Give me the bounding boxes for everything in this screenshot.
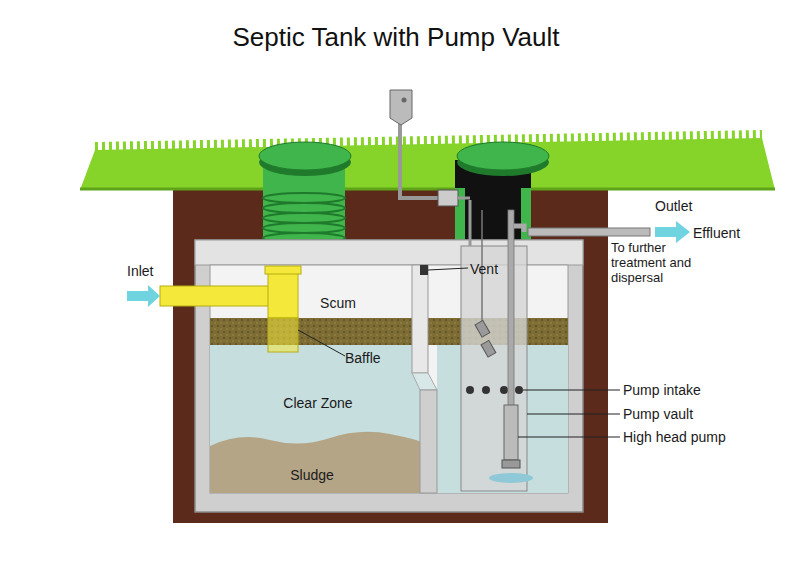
inlet-label: Inlet xyxy=(127,263,153,279)
leader-line xyxy=(428,268,468,270)
riser-lid xyxy=(259,142,351,170)
riser-rib xyxy=(263,193,345,203)
part-label: High head pump xyxy=(623,429,726,445)
control-box xyxy=(438,190,458,206)
flow-arrow xyxy=(127,285,160,307)
riser-wall xyxy=(521,188,531,248)
riser-rib xyxy=(263,203,345,213)
leader-line xyxy=(527,414,620,415)
sludge-layer xyxy=(210,432,420,493)
layer-label: Scum xyxy=(298,295,378,311)
vent-slot xyxy=(420,265,428,275)
inlet-tee-submerged xyxy=(268,318,298,352)
alarm-light xyxy=(402,98,407,103)
outlet-label: Outlet xyxy=(655,198,692,214)
clear-liquid xyxy=(210,343,420,493)
part-label: Pump vault xyxy=(623,406,693,422)
riser-lid xyxy=(457,142,549,170)
partition-wall xyxy=(420,390,437,493)
transfer-port xyxy=(412,373,437,390)
inlet-tee xyxy=(268,272,298,318)
inlet-pipe xyxy=(160,286,272,306)
layer-label: Clear Zone xyxy=(258,395,378,411)
alarm-conduit xyxy=(400,120,438,198)
vault-water xyxy=(489,473,533,483)
riser-rib xyxy=(263,213,345,223)
alarm-plate xyxy=(390,90,412,125)
float-switch xyxy=(475,320,490,337)
float-switch xyxy=(481,340,496,357)
leader-line xyxy=(518,437,620,438)
riser-rib xyxy=(263,223,345,233)
tank-shell xyxy=(195,240,583,512)
vent-label: Vent xyxy=(470,261,498,277)
baffle-wall xyxy=(412,265,428,373)
layer-label: Sludge xyxy=(262,467,362,483)
part-label: Pump intake xyxy=(623,382,701,398)
leader-line xyxy=(298,330,345,356)
destination-note: To further treatment and dispersal xyxy=(611,240,706,285)
tee-cap xyxy=(265,266,301,274)
effluent-label: Effluent xyxy=(693,225,740,241)
grass-edge xyxy=(80,188,775,191)
high-head-pump xyxy=(504,405,518,460)
flow-arrow xyxy=(655,221,690,243)
leader-line xyxy=(523,390,620,391)
conduit xyxy=(458,197,470,200)
diagram-title: Septic Tank with Pump Vault xyxy=(0,22,792,52)
pump-vault xyxy=(461,246,527,491)
intake-hole xyxy=(466,386,474,394)
grass-surface xyxy=(80,138,775,190)
grass-blades xyxy=(95,136,762,148)
pump-screen xyxy=(502,460,520,468)
baffle-label: Baffle xyxy=(345,350,381,366)
discharge-elbow xyxy=(514,226,524,232)
intake-hole xyxy=(500,386,508,394)
intake-hole xyxy=(482,386,490,394)
intake-hole xyxy=(515,386,523,394)
outlet-pipe xyxy=(528,228,650,236)
discharge-pipe xyxy=(508,210,514,406)
conduit xyxy=(469,200,472,246)
